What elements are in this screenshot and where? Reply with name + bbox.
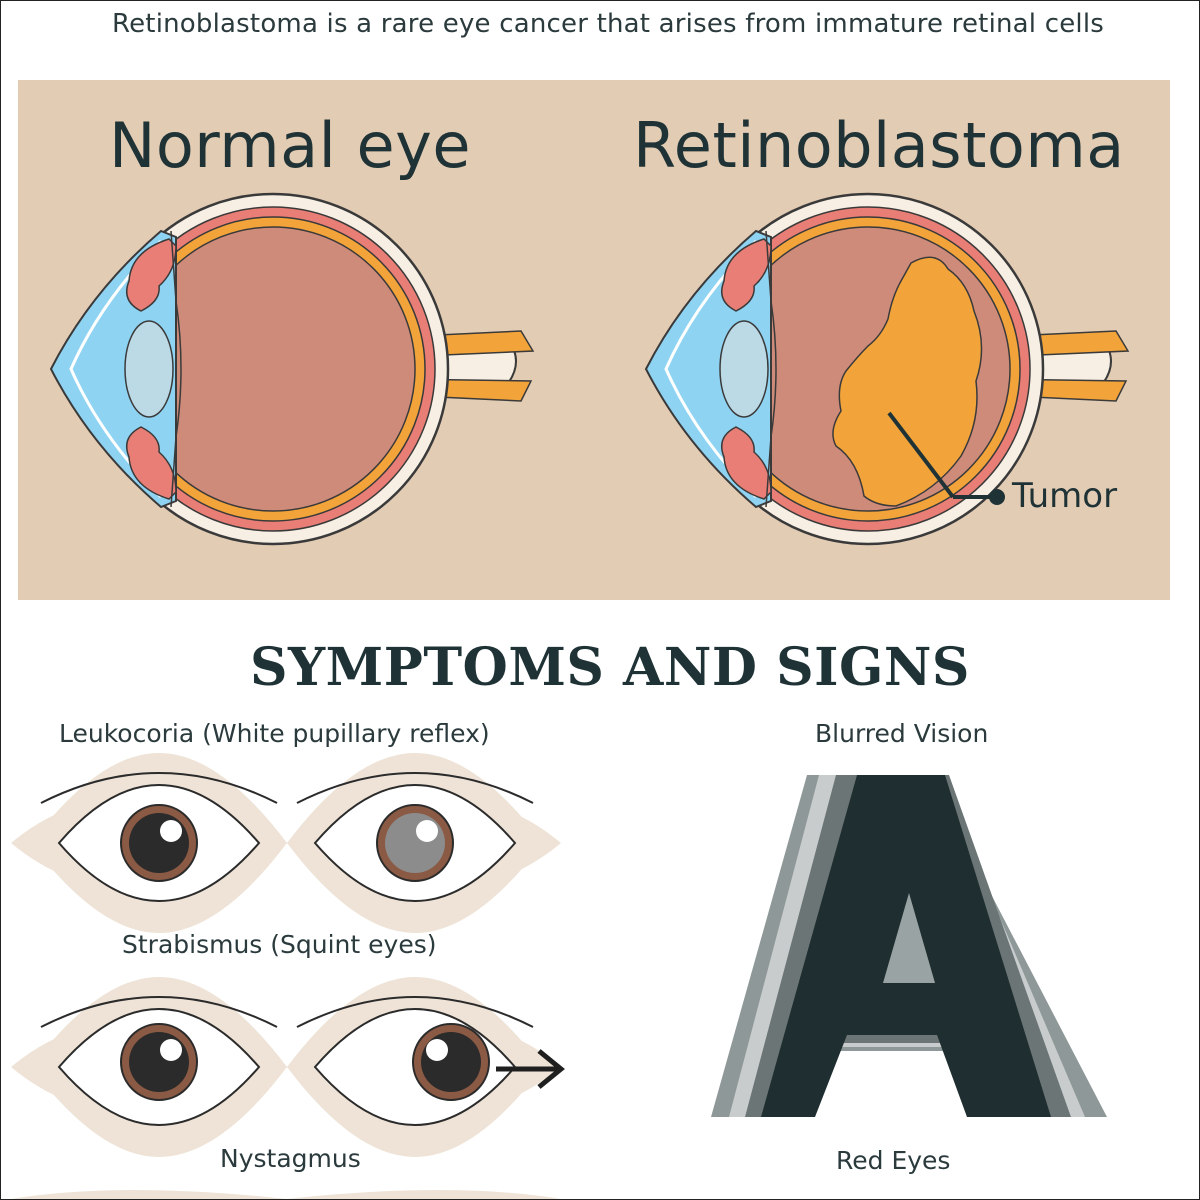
arrow-right-icon (496, 1049, 565, 1089)
symptoms-heading: SYMPTOMS AND SIGNS (250, 637, 970, 698)
eye-comparison-diagram (49, 192, 1130, 546)
blurred-letter-a-icon (711, 775, 1107, 1117)
tumor-label: Tumor (1012, 476, 1118, 516)
retinoblastoma-title: Retinoblastoma (633, 109, 1125, 182)
nystagmus-label: Nystagmus (220, 1144, 361, 1173)
intro-text: Retinoblastoma is a rare eye cancer that… (112, 9, 1104, 39)
retinoblastoma-eye-illustration (644, 192, 1130, 546)
strabismus-eyes (11, 976, 565, 1158)
leukocoria-label: Leukocoria (White pupillary reflex) (59, 719, 490, 748)
tumor-pointer (887, 411, 1005, 505)
red-eyes-label: Red Eyes (836, 1146, 951, 1175)
blurred-vision-label: Blurred Vision (815, 719, 989, 748)
normal-eye-title: Normal eye (109, 109, 472, 182)
strabismus-label: Strabismus (Squint eyes) (122, 930, 437, 959)
leukocoria-eyes (11, 752, 561, 934)
tumor-shape (832, 256, 983, 507)
